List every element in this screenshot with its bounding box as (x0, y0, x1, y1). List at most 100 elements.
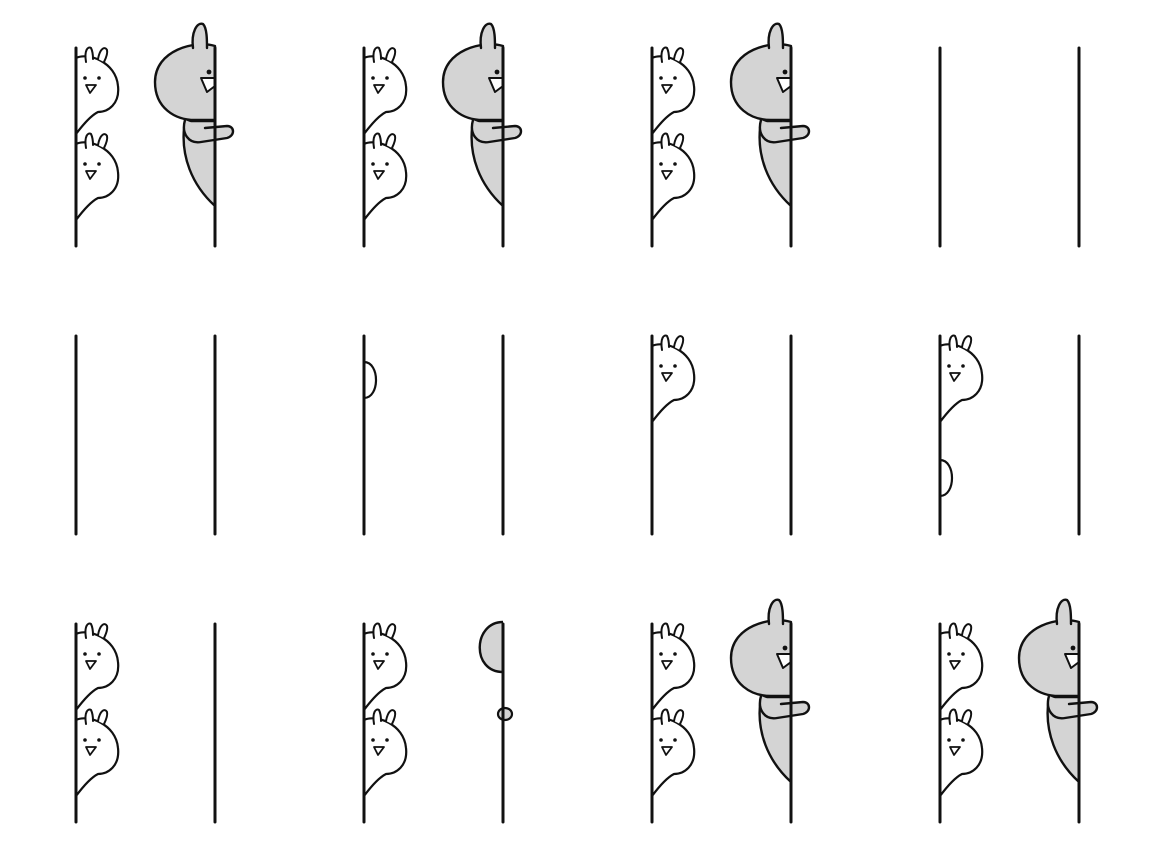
eye (961, 364, 965, 368)
mouth (661, 660, 673, 670)
ear-right (97, 623, 109, 639)
ear-right (385, 47, 397, 63)
eye (673, 652, 677, 656)
frame-11 (576, 576, 864, 864)
rabbit-head (650, 717, 696, 798)
ear-right (673, 335, 685, 351)
frame-8 (864, 288, 1152, 576)
eye (961, 738, 965, 742)
big-rabbit-group (1017, 598, 1099, 784)
small-rabbit-bottom (938, 708, 984, 798)
eye (947, 364, 951, 368)
mouth (949, 660, 961, 670)
mouth (85, 660, 97, 670)
ear-left (84, 132, 94, 149)
eye (385, 738, 389, 742)
big-rabbit-group (729, 22, 811, 208)
eye (97, 162, 101, 166)
rabbit-head (74, 141, 120, 222)
frame-illustration (362, 334, 505, 536)
big-rabbit-arm (758, 694, 811, 720)
rabbit-head (650, 343, 696, 424)
big-rabbit-ear (479, 22, 497, 50)
mouth (661, 170, 673, 180)
frame-5 (0, 288, 288, 576)
frame-4 (864, 0, 1152, 288)
mouth (949, 746, 961, 756)
big-rabbit-group (478, 620, 514, 722)
eye (673, 162, 677, 166)
small-rabbit-top (74, 46, 120, 136)
frame-illustration (74, 22, 235, 248)
ear-right (385, 133, 397, 149)
big-rabbit-ear (767, 598, 785, 626)
ear-left (660, 334, 670, 351)
ear-left (660, 622, 670, 639)
rabbit-head (362, 717, 408, 798)
ear-left (660, 708, 670, 725)
small-rabbit-bottom (650, 708, 696, 798)
big-rabbit-eye (494, 69, 500, 75)
frame-illustration (650, 334, 793, 536)
small-rabbit-top (650, 334, 696, 424)
big-rabbit-arm (758, 118, 811, 144)
rabbit-head (74, 717, 120, 798)
bump-head (362, 360, 377, 400)
ear-left (660, 132, 670, 149)
small-rabbit-bottom (938, 458, 953, 498)
frame-1 (0, 0, 288, 288)
eye (673, 76, 677, 80)
small-rabbit-top (650, 622, 696, 712)
eye (947, 738, 951, 742)
eye (371, 162, 375, 166)
eye (83, 738, 87, 742)
big-rabbit-ear (191, 22, 209, 50)
big-rabbit (478, 620, 514, 722)
eye (385, 652, 389, 656)
frame-3 (576, 0, 864, 288)
mouth (661, 746, 673, 756)
eye (659, 162, 663, 166)
big-rabbit-arm (1046, 694, 1099, 720)
frame-7 (576, 288, 864, 576)
eye (673, 738, 677, 742)
big-rabbit-eye (782, 645, 788, 651)
big-rabbit-group (441, 22, 523, 208)
eye (947, 652, 951, 656)
small-rabbit-bottom (362, 708, 408, 798)
eye (97, 738, 101, 742)
frame-12 (864, 576, 1152, 864)
rabbit-head (938, 343, 984, 424)
rabbit-head (362, 141, 408, 222)
eye (97, 652, 101, 656)
frame-illustration (938, 334, 1081, 536)
eye (659, 76, 663, 80)
rabbit-head (74, 631, 120, 712)
small-rabbit-top (938, 334, 984, 424)
mouth (661, 84, 673, 94)
small-rabbits (650, 622, 696, 798)
ear-right (385, 623, 397, 639)
big-rabbit-ear (1055, 598, 1073, 626)
frame-6 (288, 288, 576, 576)
small-rabbit-bottom (362, 132, 408, 222)
mouth (373, 660, 385, 670)
bump-head (938, 458, 953, 498)
frame-10 (288, 576, 576, 864)
ear-left (84, 46, 94, 63)
mouth (949, 372, 961, 382)
eye (673, 364, 677, 368)
frame-illustration (938, 598, 1099, 824)
ear-right (673, 47, 685, 63)
small-rabbits (650, 46, 696, 222)
ear-right (961, 709, 973, 725)
frame-illustration (74, 622, 217, 824)
small-rabbit-bottom (650, 132, 696, 222)
big-rabbit-arm (182, 118, 235, 144)
small-rabbits (362, 622, 408, 798)
ear-right (385, 709, 397, 725)
eye (659, 652, 663, 656)
frame-9 (0, 576, 288, 864)
frame-illustration (74, 334, 217, 536)
